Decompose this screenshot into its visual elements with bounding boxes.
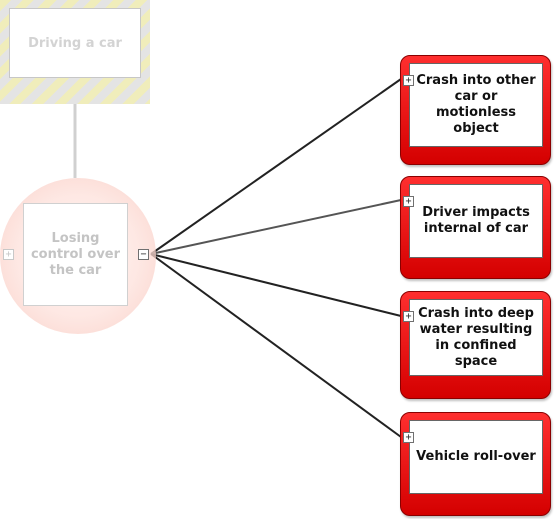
threat-node-2[interactable]: Driver impacts internal of car + — [400, 176, 551, 279]
connector-threat-3 — [150, 253, 402, 317]
threat-node-1[interactable]: Crash into other car or motionless objec… — [400, 55, 551, 165]
top-event-collapse-toggle[interactable]: − — [138, 249, 149, 260]
top-event-node[interactable]: Losing control over the car — [23, 203, 128, 306]
hazard-node[interactable]: Driving a car — [0, 0, 150, 104]
hazard-label-box: Driving a car — [9, 8, 141, 78]
threat-3-expand-toggle[interactable]: + — [403, 311, 414, 322]
threat-4-label: Vehicle roll-over — [416, 449, 536, 464]
hazard-label: Driving a car — [28, 35, 122, 51]
threat-1-label-box: Crash into other car or motionless objec… — [409, 63, 543, 147]
threat-3-label-box: Crash into deep water resulting in confi… — [409, 299, 543, 376]
threat-node-3[interactable]: Crash into deep water resulting in confi… — [400, 291, 551, 399]
threat-2-expand-toggle[interactable]: + — [403, 196, 414, 207]
connector-threat-2 — [150, 199, 402, 255]
threat-node-4[interactable]: Vehicle roll-over + — [400, 412, 551, 516]
threat-3-label: Crash into deep water resulting in confi… — [418, 305, 534, 369]
top-event-expand-left-toggle[interactable]: + — [3, 249, 14, 260]
threat-4-label-box: Vehicle roll-over — [409, 420, 543, 494]
threat-2-label: Driver impacts internal of car — [422, 205, 530, 236]
threat-1-label: Crash into other car or motionless objec… — [416, 73, 536, 136]
threat-4-expand-toggle[interactable]: + — [403, 432, 414, 443]
connector-threat-1 — [150, 78, 402, 255]
top-event-label: Losing control over the car — [30, 230, 121, 278]
threat-2-label-box: Driver impacts internal of car — [409, 184, 543, 258]
threat-1-expand-toggle[interactable]: + — [403, 75, 414, 86]
connector-threat-4 — [150, 253, 402, 438]
